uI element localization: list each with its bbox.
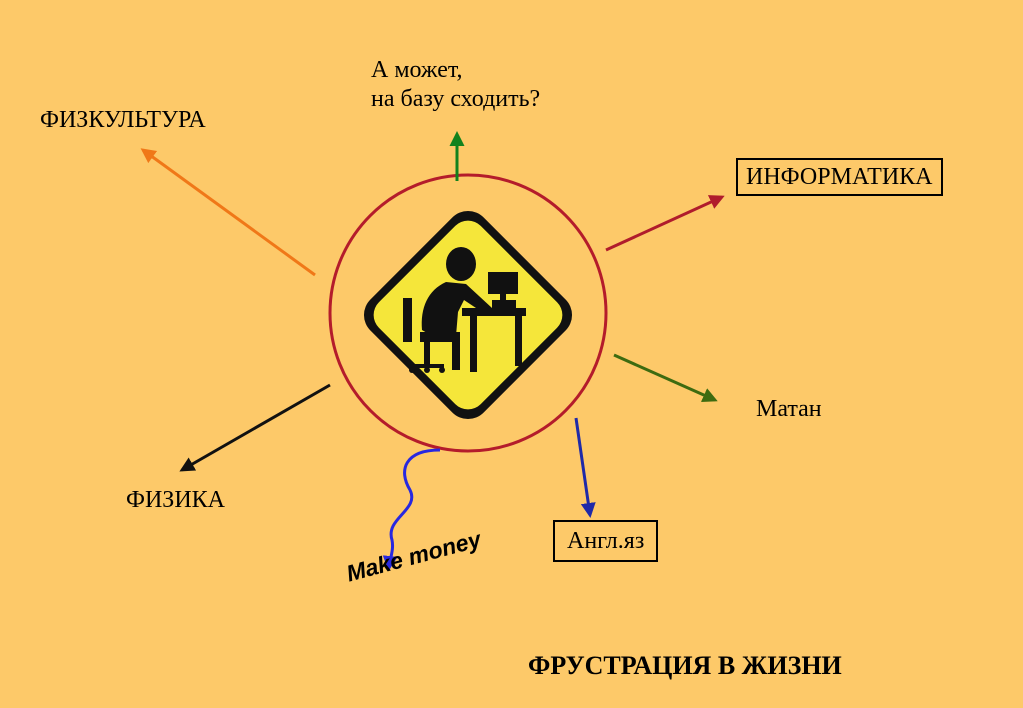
person-at-computer-warning-sign-icon (363, 210, 573, 420)
center-ring (328, 173, 608, 453)
phys-ed-label: ФИЗКУЛЬТУРА (40, 107, 206, 133)
arrow-money (382, 448, 441, 571)
english-label: Англ.яз (553, 520, 659, 562)
arrow-english (574, 417, 596, 518)
matan-label: Матан (756, 396, 822, 422)
question-line-2: на базу сходить? (371, 86, 541, 112)
arrow-phys-ed (140, 148, 316, 277)
question-line-1: А может, (371, 57, 463, 83)
informatics-label: ИНФОРМАТИКА (736, 158, 943, 196)
page-title: ФРУСТРАЦИЯ В ЖИЗНИ (528, 651, 842, 680)
arrow-physics (179, 383, 331, 472)
physics-label: ФИЗИКА (126, 487, 225, 513)
arrow-matan (613, 353, 718, 402)
question-label: А может, на базу сходить? (371, 56, 540, 114)
arrow-informatics (605, 195, 725, 252)
